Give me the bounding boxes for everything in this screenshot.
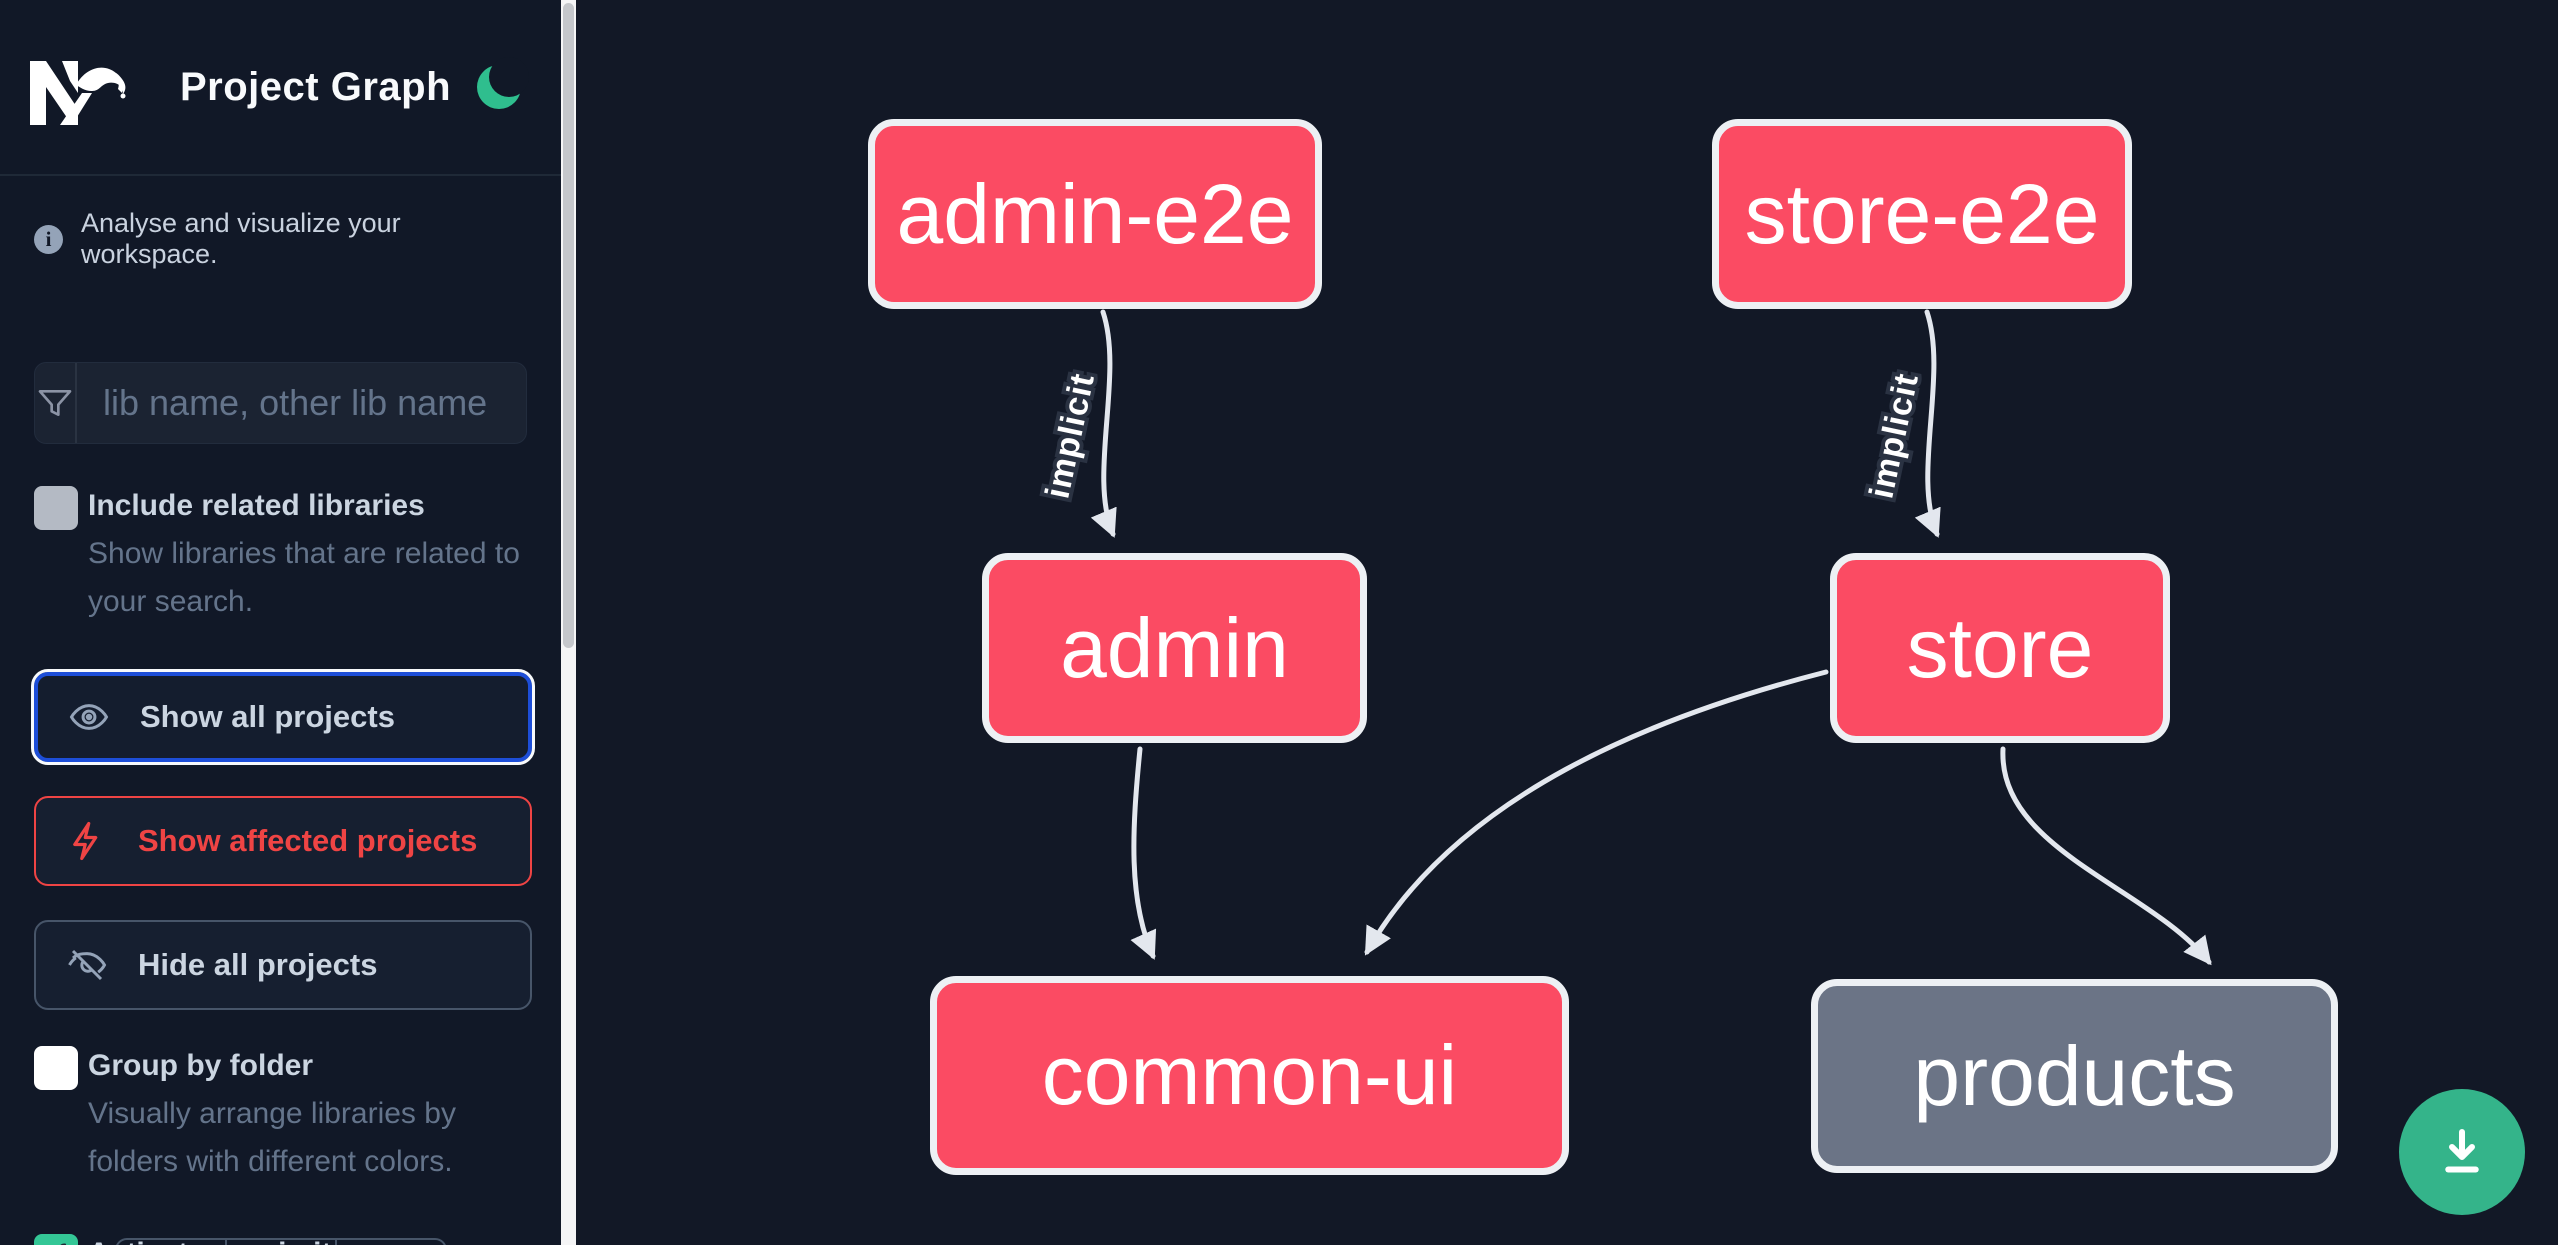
sidebar-scrollbar-thumb[interactable] (563, 3, 574, 648)
theme-toggle-button[interactable] (477, 57, 529, 109)
info-icon: i (34, 224, 63, 254)
include-related-checkbox[interactable] (34, 486, 78, 530)
show-affected-projects-button[interactable]: Show affected projects (34, 796, 532, 886)
activate-proximity-checkbox[interactable]: ✓ (34, 1234, 78, 1245)
funnel-icon (35, 363, 77, 443)
library-filter-box (34, 362, 527, 444)
sidebar: Project Graph i Analyse and visualize yo… (0, 0, 561, 1245)
sidebar-header: Project Graph (0, 0, 561, 176)
hide-all-projects-label: Hide all projects (138, 947, 378, 982)
graph-node-admin[interactable]: admin (982, 553, 1367, 743)
graph-edges: implicit implicit (1034, 309, 2212, 966)
graph-node-admin-e2e[interactable]: admin-e2e (868, 119, 1322, 309)
eye-off-icon (68, 949, 107, 981)
moon-icon (477, 57, 529, 109)
include-related-description: Show libraries that are related to your … (88, 537, 520, 618)
bottom-segmented-control[interactable] (115, 1238, 447, 1245)
edge-store-products (2000, 746, 2212, 966)
toggle-activate-proximity: ✓ Activate proximity Explore connected l… (34, 1232, 527, 1245)
page-title: Project Graph (180, 64, 452, 109)
hide-all-projects-button[interactable]: Hide all projects (34, 920, 532, 1010)
include-related-label: Include related libraries (88, 489, 425, 522)
node-label: admin (1060, 600, 1289, 695)
toggle-group-by-folder: Group by folder Visually arrange librari… (34, 1044, 527, 1186)
graph-canvas[interactable]: implicit implicit admin-e2e store-e2e ad… (576, 0, 2558, 1245)
edge-store-common-ui (1364, 669, 1829, 956)
group-by-folder-checkbox[interactable] (34, 1046, 78, 1090)
segment-2[interactable] (225, 1240, 335, 1245)
workspace-tagline: Analyse and visualize your workspace. (81, 208, 401, 269)
edge-store-e2e-store (1914, 309, 1941, 538)
workspace-tagline-row: i Analyse and visualize your workspace. (34, 208, 527, 270)
bolt-icon (73, 821, 98, 861)
activate-proximity-label: Activate proximity (88, 1232, 527, 1245)
node-label: store (1906, 600, 2094, 695)
graph-node-store-e2e[interactable]: store-e2e (1712, 119, 2132, 309)
graph-node-common-ui[interactable]: common-ui (930, 976, 1569, 1175)
toggle-include-related: Include related libraries Show libraries… (34, 484, 527, 626)
show-affected-projects-label: Show affected projects (138, 823, 478, 858)
edge-admin-e2e-admin (1090, 309, 1117, 538)
segment-3[interactable] (335, 1240, 445, 1245)
nx-logo (30, 61, 126, 125)
group-by-folder-description: Visually arrange libraries by folders wi… (88, 1097, 456, 1178)
graph-node-store[interactable]: store (1830, 553, 2170, 743)
show-all-projects-label: Show all projects (140, 699, 395, 734)
segment-1[interactable] (117, 1240, 225, 1245)
node-label: common-ui (1041, 1028, 1458, 1122)
library-search-input[interactable] (77, 363, 526, 443)
download-graph-button[interactable] (2399, 1089, 2525, 1215)
graph-node-products[interactable]: products (1811, 979, 2338, 1173)
group-by-folder-label: Group by folder (88, 1049, 313, 1082)
node-label: admin-e2e (896, 166, 1294, 261)
node-label: store-e2e (1744, 166, 2100, 261)
show-all-projects-button[interactable]: Show all projects (31, 669, 535, 765)
node-label: products (1913, 1028, 2236, 1123)
sidebar-scrollbar[interactable] (561, 0, 576, 1245)
eye-icon (69, 704, 109, 730)
edge-label-implicit-store: implicit (1862, 370, 1926, 502)
download-icon (2445, 1129, 2479, 1173)
edge-label-implicit-admin: implicit (1038, 370, 1102, 502)
edge-admin-common-ui (1130, 746, 1157, 960)
